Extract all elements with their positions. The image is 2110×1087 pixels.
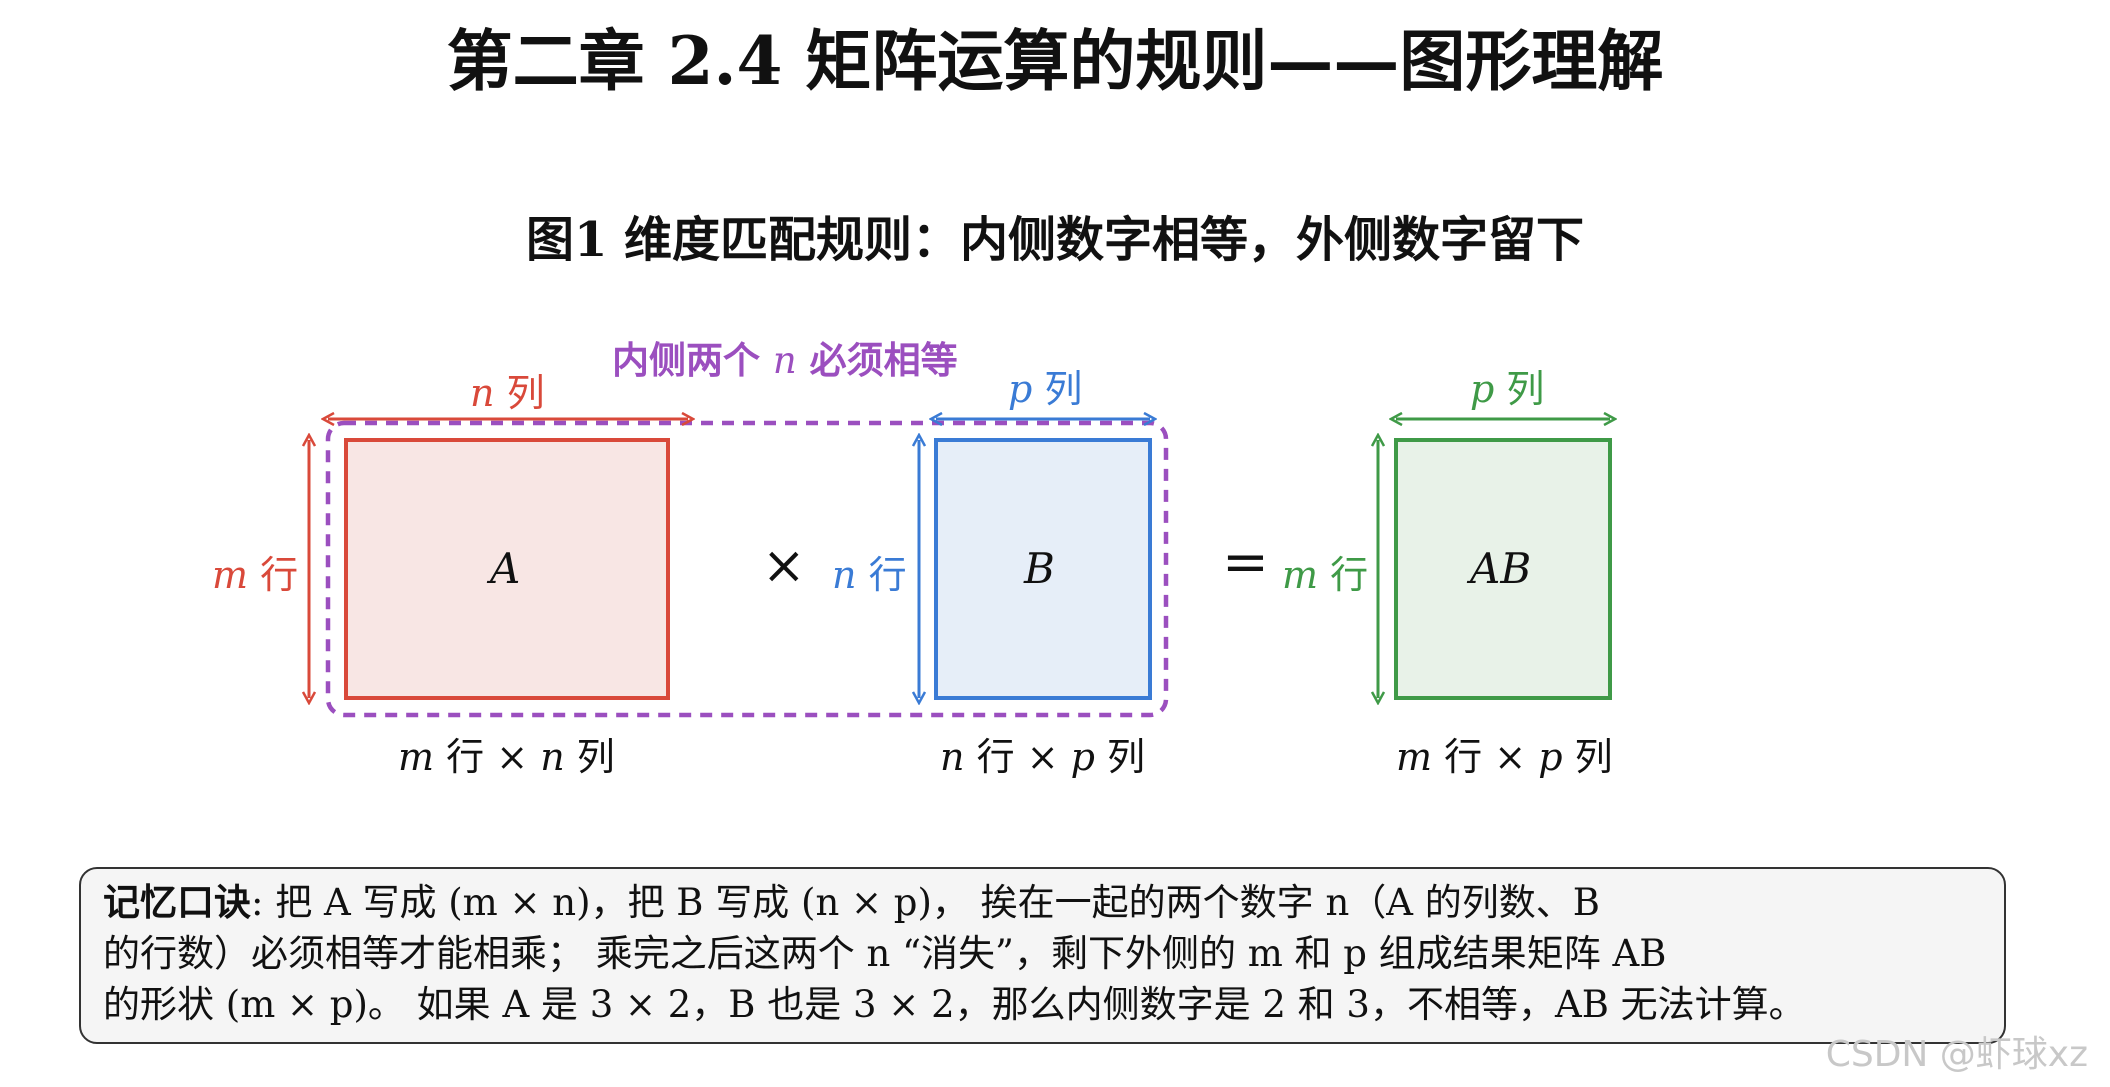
matrix-b-width-var: p — [1008, 367, 1033, 411]
matrix-ab-width-unit: 列 — [1506, 367, 1545, 411]
matrix-a-height-unit: 行 — [260, 553, 299, 597]
matrix-dimension-diagram — [0, 0, 2110, 718]
memory-tip-box: 记忆口诀: 把 A 写成 (m × n)，把 B 写成 (n × p)， 挨在一… — [79, 867, 2006, 1044]
inner-dimension-highlight — [325, 420, 1169, 718]
equals-symbol: = — [1222, 530, 1269, 595]
matrix-ab-caption-colword: 列 — [1574, 735, 1613, 779]
matrix-b-caption-rows: n — [940, 735, 965, 779]
memory-tip-line-3: 的形状 (m × p)。 如果 A 是 3 × 2，B 也是 3 × 2，那么内… — [103, 983, 1806, 1026]
matrix-a-width-var: n — [470, 371, 495, 415]
matrix-ab-caption: m 行 × p 列 — [1396, 726, 1613, 781]
matrix-a-caption-times: × — [496, 735, 529, 779]
inner-note-prefix: 内侧两个 — [612, 338, 773, 382]
matrix-ab-height-unit: 行 — [1330, 553, 1369, 597]
matrix-a-caption-rows: m — [398, 735, 435, 779]
watermark: CSDN @虾球xz — [1825, 1034, 2088, 1075]
matrix-ab-box — [1394, 438, 1612, 700]
inner-note-suffix: 必须相等 — [796, 338, 958, 382]
memory-tip-line-1: 记忆口诀: 把 A 写成 (m × n)，把 B 写成 (n × p)， 挨在一… — [103, 877, 1984, 928]
memory-tip-line-1-text: : 把 A 写成 (m × n)，把 B 写成 (n × p)， 挨在一起的两个… — [251, 881, 1600, 924]
matrix-a-caption-rowword: 行 — [446, 735, 485, 779]
matrix-b-name: B — [1024, 544, 1055, 593]
memory-tip-line-2: 的行数）必须相等才能相乘； 乘完之后这两个 n “消失”，剩下外侧的 m 和 p… — [103, 932, 1667, 975]
matrix-a-caption: m 行 × n 列 — [398, 726, 615, 781]
matrix-b-caption-cols: p — [1070, 735, 1095, 779]
page-title: 第二章 2.4 矩阵运算的规则——图形理解 — [446, 22, 1664, 100]
matrix-b-box — [934, 438, 1152, 700]
matrix-b-width-unit: 列 — [1044, 367, 1083, 411]
matrix-b-width-label: p 列 — [1008, 358, 1082, 413]
matrix-a-width-label: n 列 — [470, 362, 545, 417]
matrix-ab-caption-rowword: 行 — [1444, 735, 1483, 779]
matrix-b-height-label: n 行 — [832, 544, 907, 599]
matrix-a-height-label: m 行 — [212, 544, 298, 599]
matrix-ab-caption-cols: p — [1538, 735, 1563, 779]
matrix-b-caption: n 行 × p 列 — [940, 726, 1145, 781]
matrix-ab-name: AB — [1470, 544, 1532, 593]
matrix-a-caption-cols: n — [540, 735, 565, 779]
matrix-ab-width-var: p — [1470, 367, 1495, 411]
matrix-b-caption-rowword: 行 — [976, 735, 1015, 779]
matrix-a-height-var: m — [212, 553, 249, 597]
inner-dimension-note: 内侧两个 n 必须相等 — [612, 330, 958, 384]
matrix-ab-caption-times: × — [1494, 735, 1527, 779]
matrix-b-height-unit: 行 — [868, 553, 907, 597]
matrix-ab-caption-rows: m — [1396, 735, 1433, 779]
matrix-a-width-unit: 列 — [506, 371, 545, 415]
multiply-symbol: × — [762, 536, 806, 596]
matrix-ab-width-label: p 列 — [1470, 358, 1544, 413]
memory-tip-heading: 记忆口诀 — [103, 880, 251, 924]
matrix-ab-height-var: m — [1282, 553, 1319, 597]
figure-subtitle: 图1 维度匹配规则：内侧数字相等，外侧数字留下 — [525, 212, 1585, 268]
matrix-b-caption-colword: 列 — [1107, 735, 1146, 779]
matrix-ab-height-label: m 行 — [1282, 544, 1368, 599]
inner-note-var: n — [772, 339, 797, 382]
matrix-a-caption-colword: 列 — [576, 735, 615, 779]
matrix-a-box — [344, 438, 670, 700]
matrix-a-name: A — [490, 544, 521, 593]
matrix-b-caption-times: × — [1026, 735, 1059, 779]
matrix-b-height-var: n — [832, 553, 857, 597]
